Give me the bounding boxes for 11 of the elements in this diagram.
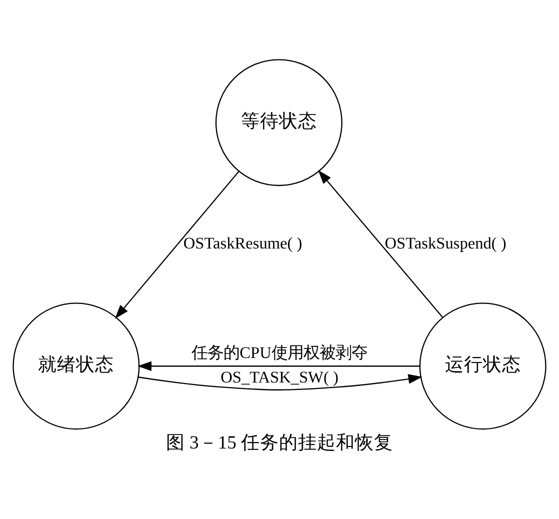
- arrow: [138, 361, 420, 372]
- caption: 图 3－15 任务的挂起和恢复: [166, 432, 394, 454]
- edge-label: OS_TASK_SW( ): [220, 368, 338, 387]
- edge-label: OSTaskResume( ): [183, 234, 302, 253]
- node-circle: 等待状态: [215, 59, 342, 186]
- edge-label: OSTaskSuspend( ): [384, 234, 506, 253]
- edge-label: 任务的CPU使用权被剥夺: [192, 343, 368, 362]
- arrow: [115, 171, 240, 319]
- node-circle: 运行状态: [419, 302, 546, 430]
- arrow: [138, 374, 422, 390]
- arrow: [318, 170, 444, 318]
